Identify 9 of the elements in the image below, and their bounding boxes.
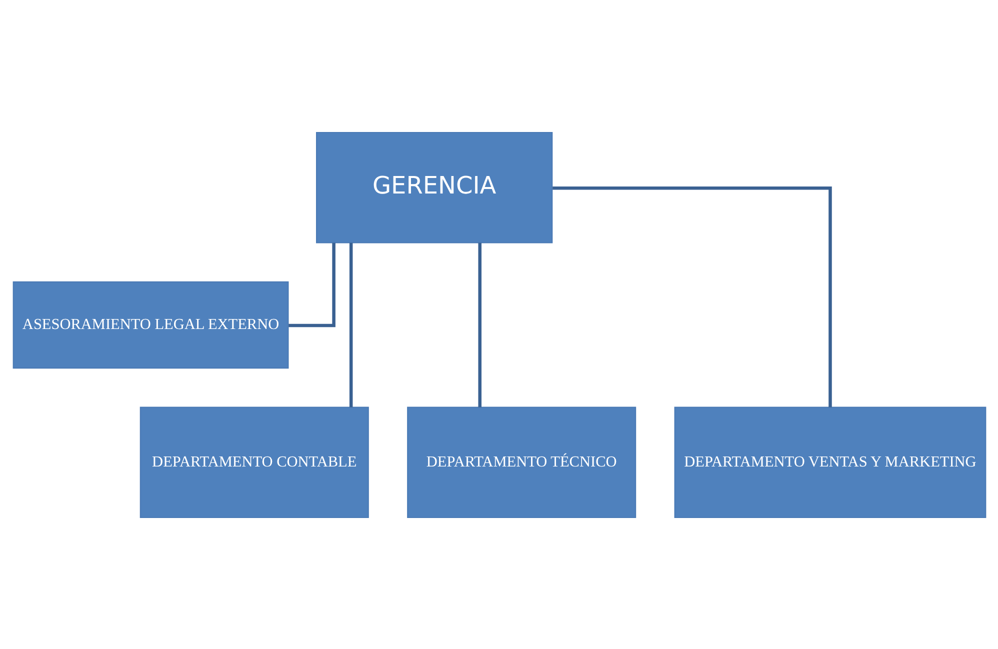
node-box: DEPARTAMENTO TÉCNICO — [406, 406, 636, 518]
connector — [348, 242, 352, 407]
node-box: ASESORAMIENTO LEGAL EXTERNO — [12, 280, 288, 368]
connector — [552, 186, 832, 407]
node-box: DEPARTAMENTO VENTAS Y MARKETING — [674, 406, 986, 518]
connector — [478, 242, 481, 407]
node-box: DEPARTAMENTO CONTABLE — [139, 406, 368, 518]
connector — [288, 242, 335, 327]
node-box: GERENCIA — [316, 131, 552, 243]
